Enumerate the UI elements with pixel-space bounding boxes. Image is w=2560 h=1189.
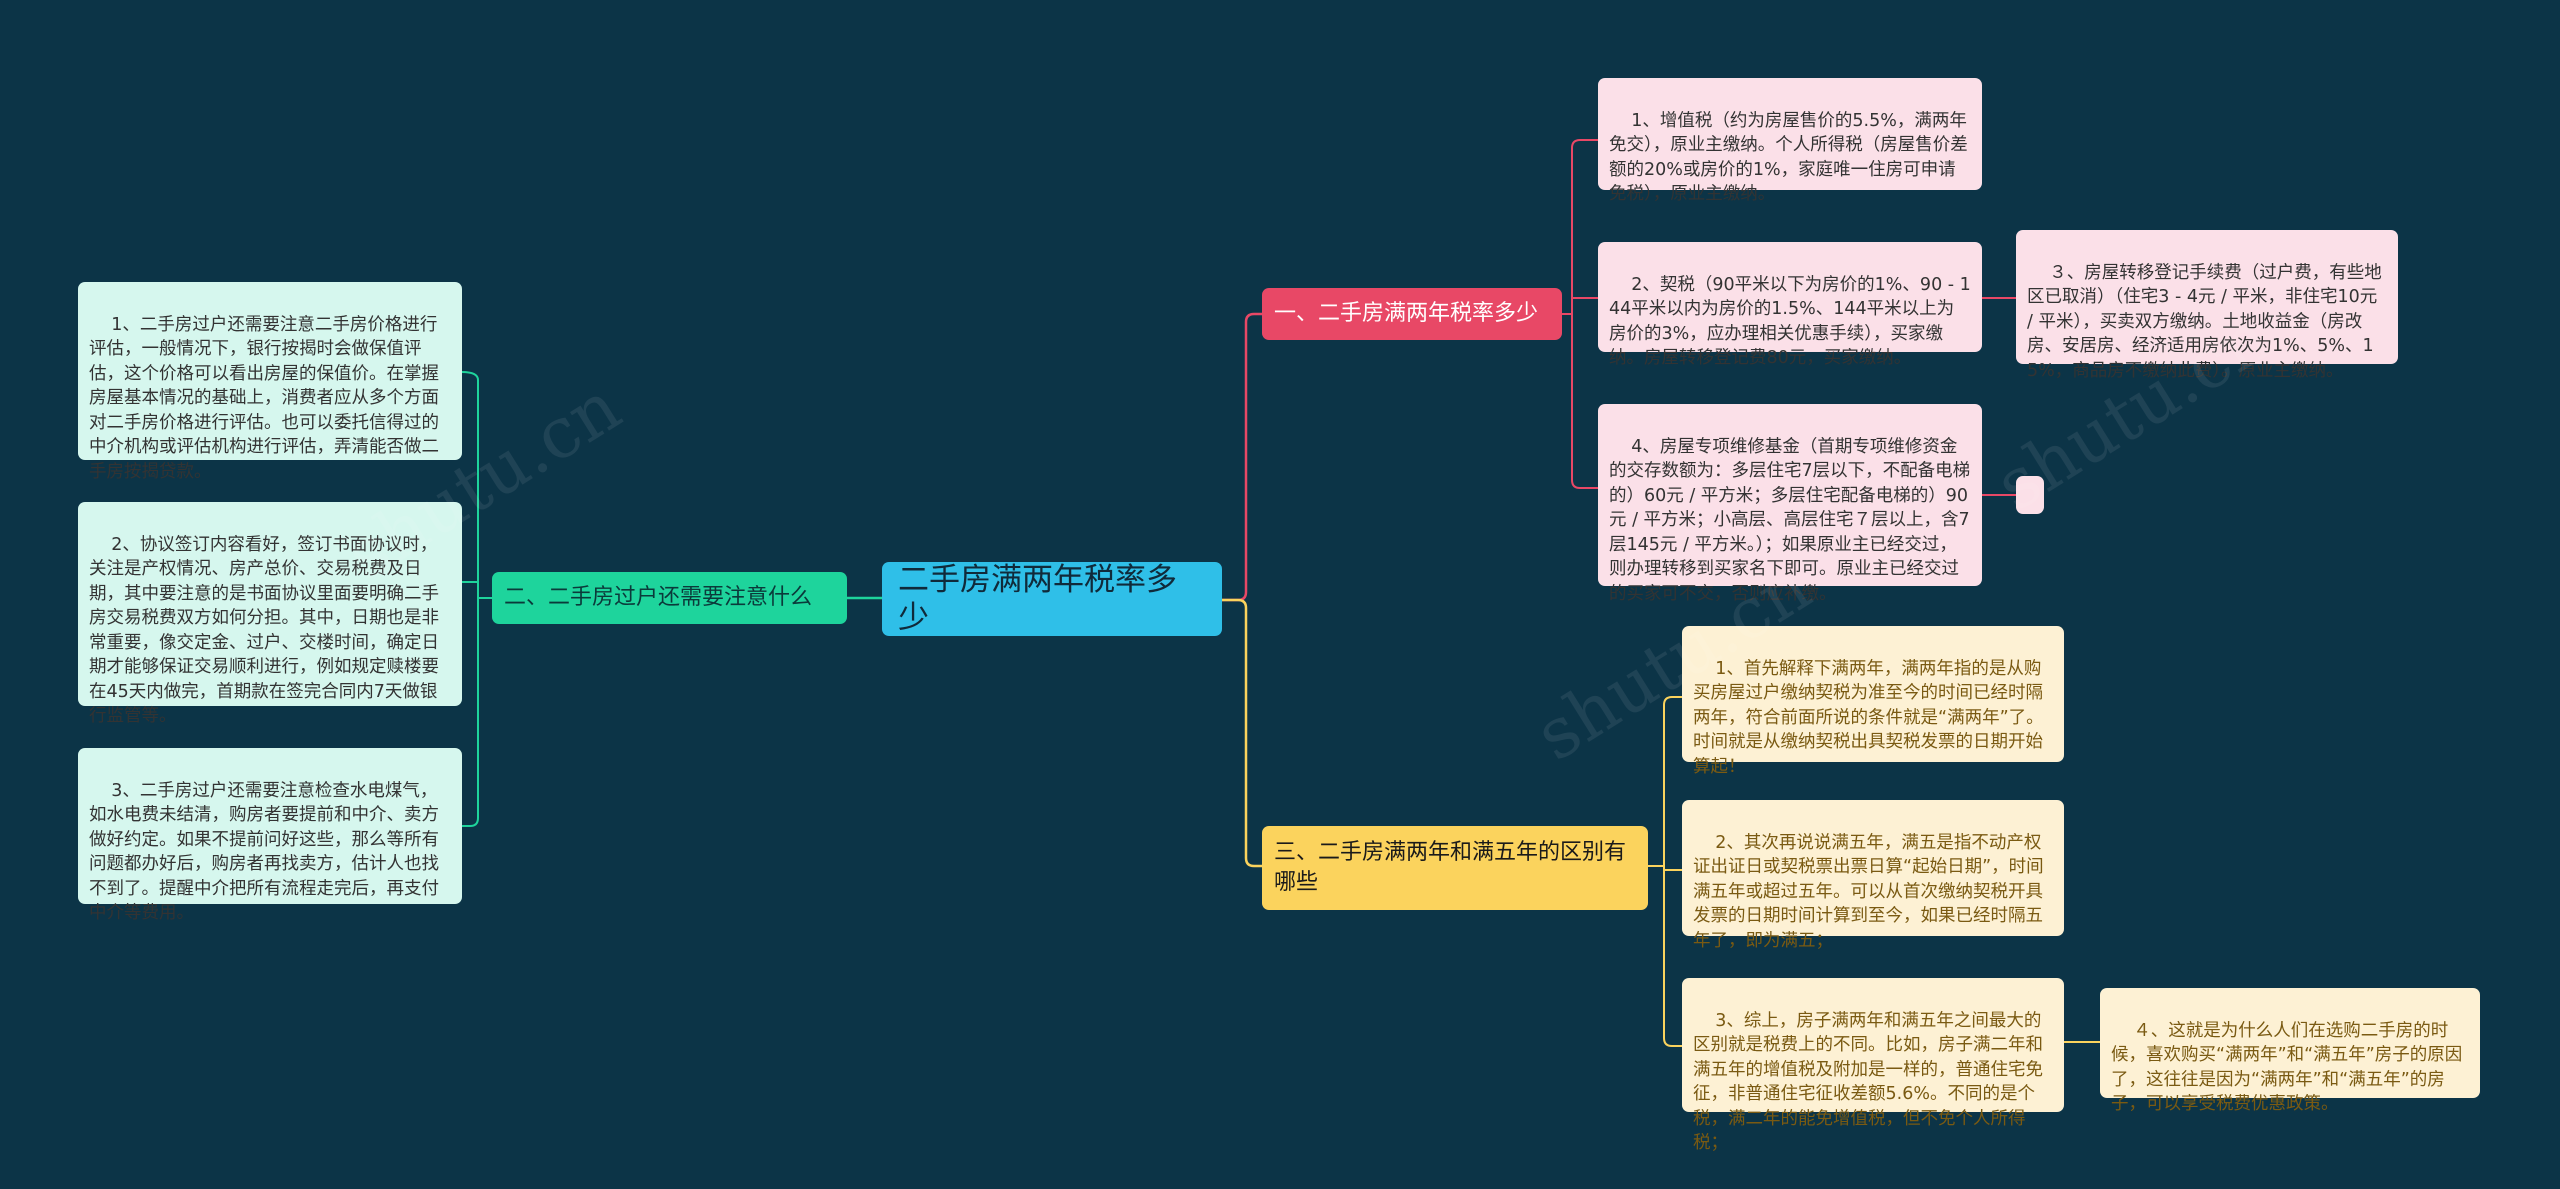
tax-rate-item-2-text: 2、契税（90平米以下为房价的1%、90 - 144平米以内为房价的1.5%、1… [1609,274,1971,369]
empty-node[interactable] [2016,476,2044,514]
transfer-notes-item-2-text: 2、协议签订内容看好，签订书面协议时，关注是产权情况、房产总价、交易税费及日期，… [89,534,439,727]
transfer-notes-item-3-text: 3、二手房过户还需要注意检查水电煤气，如水电费未结清，购房者要提前和中介、卖方做… [89,780,439,924]
two-vs-five-item-2-text: 2、其次再说说满五年，满五是指不动产权证出证日或契税票出票日算“起始日期”，时间… [1693,832,2044,951]
two-vs-five-item-1-text: 1、首先解释下满两年，满两年指的是从购买房屋过户缴纳契税为准至今的时间已经时隔两… [1693,658,2044,777]
branch-transfer-notes-label: 二、二手房过户还需要注意什么 [504,585,813,610]
transfer-notes-item-1-text: 1、二手房过户还需要注意二手房价格进行评估，一般情况下，银行按揭时会做保值评估，… [89,314,439,482]
two-vs-five-item-2[interactable]: 2、其次再说说满五年，满五是指不动产权证出证日或契税票出票日算“起始日期”，时间… [1682,800,2064,951]
root-topic[interactable]: 二手房满两年税率多少 [882,562,1222,636]
branch-tax-rate[interactable]: 一、二手房满两年税率多少 [1262,288,1562,340]
branch-transfer-notes[interactable]: 二、二手房过户还需要注意什么 [492,572,847,624]
two-vs-five-item-3[interactable]: 3、综上，房子满两年和满五年之间最大的区别就是税费上的不同。比如，房子满二年和满… [1682,978,2064,1153]
tax-rate-item-3[interactable]: ３、房屋转移登记手续费（过户费，有些地区已取消）（住宅3 - 4元 / 平米，非… [2016,230,2398,381]
two-vs-five-item-4-text: ４、这就是为什么人们在选购二手房的时候，喜欢购买“满两年”和“满五年”房子的原因… [2111,1020,2463,1115]
two-vs-five-item-1[interactable]: 1、首先解释下满两年，满两年指的是从购买房屋过户缴纳契税为准至今的时间已经时隔两… [1682,626,2064,777]
tax-rate-item-4[interactable]: 4、房屋专项维修基金（首期专项维修资金的交存数额为：多层住宅7层以下，不配备电梯… [1598,404,1982,604]
transfer-notes-item-2[interactable]: 2、协议签订内容看好，签订书面协议时，关注是产权情况、房产总价、交易税费及日期，… [78,502,462,726]
root-topic-label: 二手房满两年税率多少 [898,562,1177,636]
tax-rate-item-1-text: 1、增值税（约为房屋售价的5.5%，满两年免交），原业主缴纳。个人所得税（房屋售… [1609,110,1968,205]
transfer-notes-item-1[interactable]: 1、二手房过户还需要注意二手房价格进行评估，一般情况下，银行按揭时会做保值评估，… [78,282,462,482]
tax-rate-item-4-text: 4、房屋专项维修基金（首期专项维修资金的交存数额为：多层住宅7层以下，不配备电梯… [1609,436,1971,604]
two-vs-five-item-4[interactable]: ４、这就是为什么人们在选购二手房的时候，喜欢购买“满两年”和“满五年”房子的原因… [2100,988,2480,1114]
branch-two-vs-five[interactable]: 三、二手房满两年和满五年的区别有哪些 [1262,826,1648,910]
tax-rate-item-3-text: ３、房屋转移登记手续费（过户费，有些地区已取消）（住宅3 - 4元 / 平米，非… [2027,262,2383,381]
branch-two-vs-five-label: 三、二手房满两年和满五年的区别有哪些 [1274,840,1627,895]
two-vs-five-item-3-text: 3、综上，房子满两年和满五年之间最大的区别就是税费上的不同。比如，房子满二年和满… [1693,1010,2043,1154]
tax-rate-item-2[interactable]: 2、契税（90平米以下为房价的1%、90 - 144平米以内为房价的1.5%、1… [1598,242,1982,368]
branch-tax-rate-label: 一、二手房满两年税率多少 [1274,301,1539,326]
tax-rate-item-1[interactable]: 1、增值税（约为房屋售价的5.5%，满两年免交），原业主缴纳。个人所得税（房屋售… [1598,78,1982,204]
transfer-notes-item-3[interactable]: 3、二手房过户还需要注意检查水电煤气，如水电费未结清，购房者要提前和中介、卖方做… [78,748,462,923]
